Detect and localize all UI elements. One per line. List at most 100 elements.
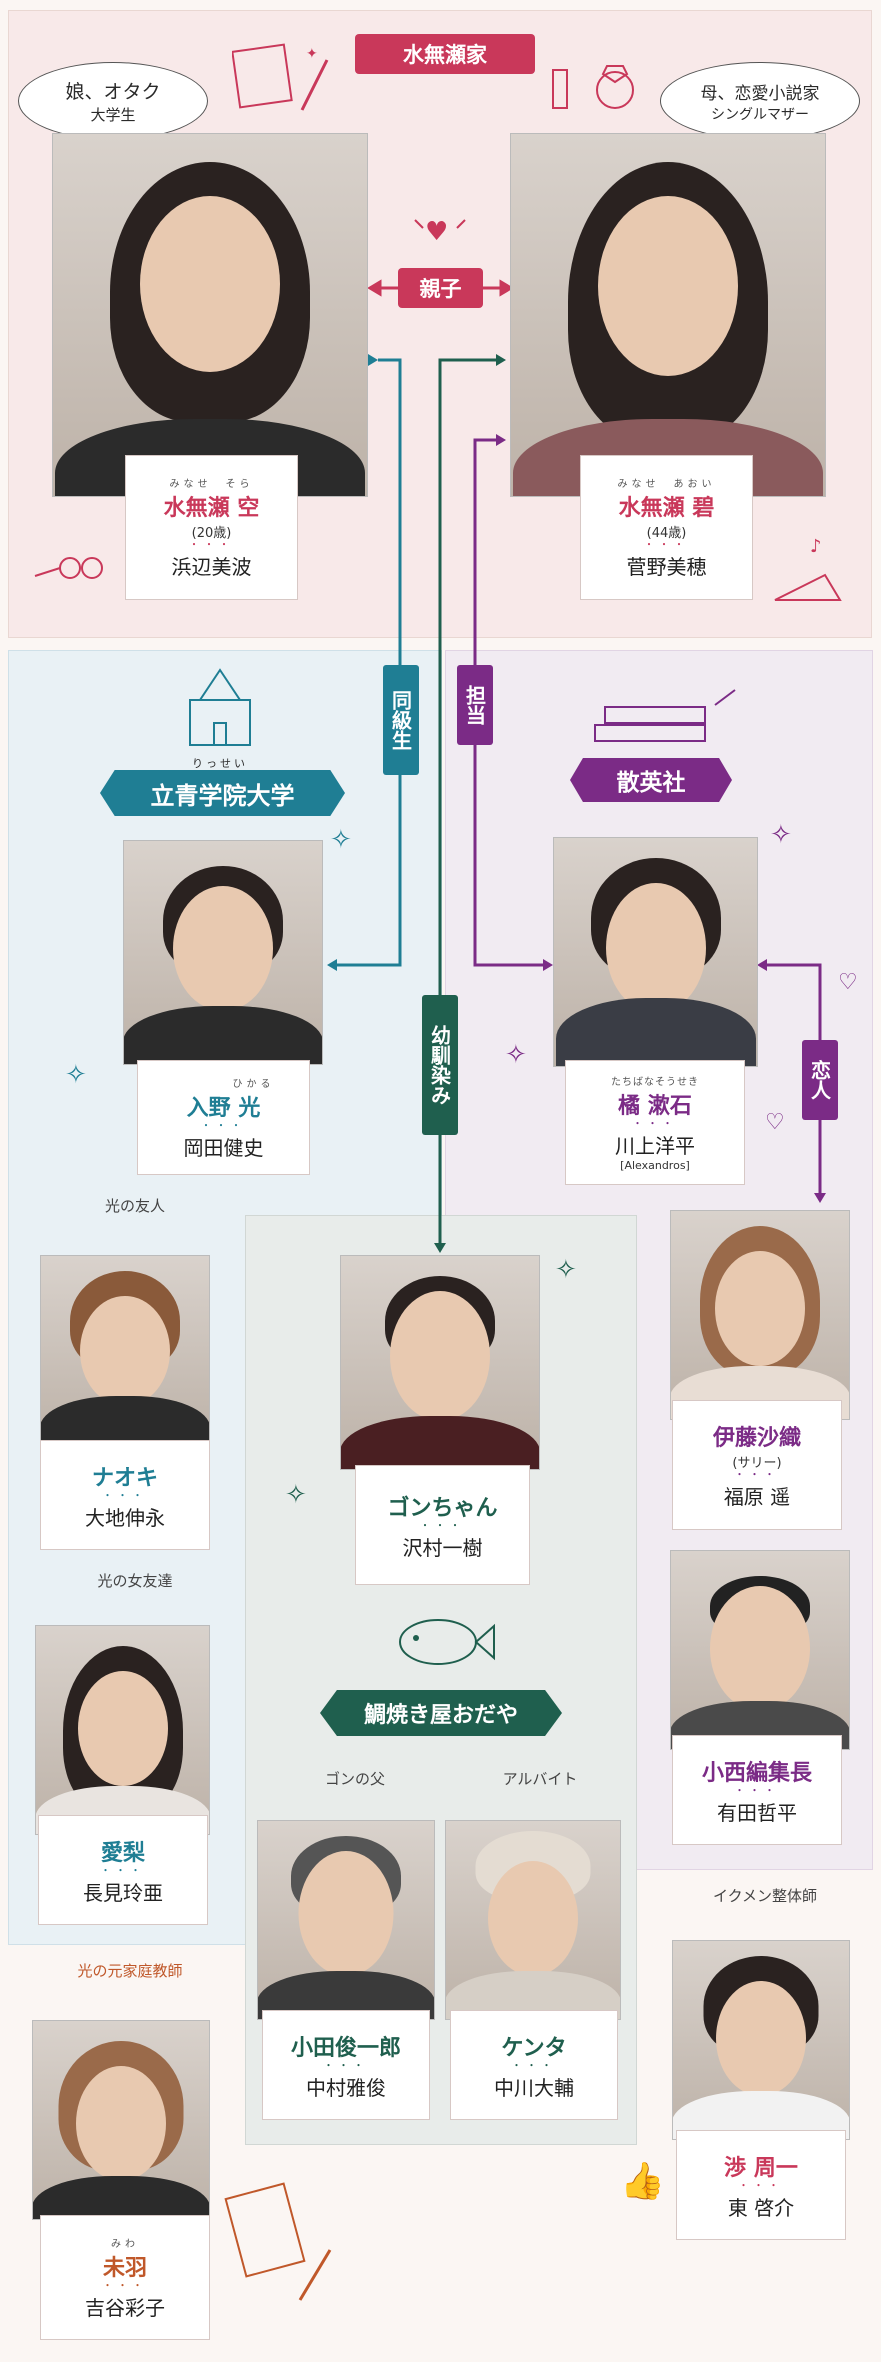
sora-description-line2: 大学生 — [90, 106, 136, 124]
naoki-photo — [40, 1255, 210, 1445]
konishi-photo — [670, 1550, 850, 1750]
aoi-role-name: 水無瀬 碧 — [618, 496, 715, 521]
miwa-dots: ・・・ — [102, 2280, 148, 2292]
taiyaki-shop-label: 鯛焼き屋おだや — [320, 1690, 562, 1736]
odagiri-dots: ・・・ — [323, 2060, 369, 2072]
souseki-actor-name: 川上洋平 — [615, 1134, 695, 1158]
naoki-actor-name: 大地伸永 — [85, 1505, 165, 1530]
lover-label: 恋人 — [802, 1040, 838, 1120]
shu-role-name: 渉 周一 — [724, 2155, 798, 2181]
souseki-band-note: [Alexandros] — [620, 1159, 690, 1172]
shu-photo — [672, 1940, 850, 2140]
svg-text:✦: ✦ — [306, 46, 318, 62]
arrow-head-left — [367, 279, 382, 297]
editor-arrow-top — [496, 434, 506, 446]
kenta-photo — [445, 1820, 621, 2020]
sari-photo — [670, 1210, 850, 1420]
airi-dots: ・・・ — [100, 1865, 146, 1877]
airi-role-name: 愛梨 — [100, 1840, 145, 1866]
gon-dots: ・・・ — [420, 1520, 465, 1532]
konishi-actor-name: 有田哲平 — [717, 1800, 797, 1825]
odagiri-caption: ゴンの父 — [324, 1770, 385, 1788]
family-label: 水無瀬家 — [355, 34, 535, 74]
kenta-role-name: ケンタ — [501, 2035, 567, 2061]
childhood-label: 幼馴染み — [422, 995, 458, 1135]
sparkle-icon: ✧ — [505, 1040, 527, 1070]
gon-photo — [340, 1255, 540, 1470]
childhood-arrow-top — [496, 354, 506, 366]
sora-dots: ・・・ — [189, 540, 234, 551]
lipstick-ring-icon — [545, 40, 645, 120]
sora-description-line1: 娘、オタク — [65, 81, 161, 103]
aoi-description-line2: シングルマザー — [711, 106, 809, 123]
sora-card: みなせ そら 水無瀬 空 (20歳) ・・・ 浜辺美波 — [125, 455, 298, 600]
sora-actor-name: 浜辺美波 — [171, 555, 252, 579]
aoi-ruby: みなせ あおい — [617, 479, 716, 490]
aoi-card: みなせ あおい 水無瀬 碧 (44歳) ・・・ 菅野美穂 — [580, 455, 753, 600]
kenta-caption: アルバイト — [502, 1770, 578, 1788]
hikaru-card: ひかる 入野 光 ・・・ 岡田健史 — [137, 1060, 310, 1175]
svg-text:♪: ♪ — [810, 536, 822, 557]
heart-icon: ♡ — [838, 970, 858, 995]
airi-caption: 光の女友達 — [97, 1572, 173, 1590]
hikaru-photo — [123, 840, 323, 1065]
airi-photo — [35, 1625, 210, 1835]
lover-arrow-top — [757, 959, 767, 971]
hikaru-role-name: 入野 光 — [186, 1095, 261, 1121]
taiyaki-fish-icon — [390, 1600, 500, 1680]
sparkle-icon: ✧ — [330, 825, 352, 855]
aoi-description-line1: 母、恋愛小説家 — [700, 83, 820, 104]
hikaru-ruby: ひかる — [232, 1078, 275, 1090]
kenta-actor-name: 中川大輔 — [494, 2075, 574, 2100]
books-stack-icon — [585, 685, 745, 755]
sparkle-icon: ✧ — [770, 820, 792, 850]
naoki-card: ナオキ ・・・ 大地伸永 — [40, 1440, 210, 1550]
kenta-dots: ・・・ — [511, 2060, 557, 2072]
shu-caption: イクメン整体師 — [712, 1887, 818, 1905]
sora-role-name: 水無瀬 空 — [163, 496, 260, 521]
sari-dots: ・・・ — [734, 1470, 780, 1481]
miwa-photo — [32, 2020, 210, 2220]
souseki-photo — [553, 837, 758, 1067]
sari-nickname: (サリー) — [732, 1456, 782, 1471]
naoki-dots: ・・・ — [102, 1490, 148, 1502]
hikaru-actor-name: 岡田健史 — [183, 1135, 264, 1160]
classmate-label: 同級生 — [383, 665, 419, 775]
konishi-dots: ・・・ — [734, 1785, 780, 1797]
odagiri-actor-name: 中村雅俊 — [306, 2075, 386, 2100]
classmate-line — [335, 358, 402, 967]
naoki-caption: 光の友人 — [104, 1197, 165, 1215]
arrow-head-right — [499, 279, 514, 297]
university-label: 立青学院大学 — [100, 770, 345, 816]
university-ruby: りっせい — [192, 757, 248, 770]
university-building-icon — [170, 665, 270, 750]
miwa-actor-name: 吉谷彩子 — [85, 2295, 165, 2320]
shu-actor-name: 東 啓介 — [727, 2195, 795, 2220]
glasses-doodle-icon — [30, 548, 110, 588]
sari-role-name: 伊藤沙織 — [712, 1426, 801, 1451]
kenta-card: ケンタ ・・・ 中川大輔 — [450, 2010, 618, 2120]
aoi-photo — [510, 133, 826, 497]
sora-photo — [52, 133, 368, 497]
odagiri-photo — [257, 1820, 435, 2020]
gon-role-name: ゴンちゃん — [387, 1495, 498, 1521]
gon-actor-name: 沢村一樹 — [402, 1535, 483, 1560]
svg-text:♥: ♥ — [425, 217, 448, 247]
classmate-arrow-bottom — [327, 959, 337, 971]
childhood-arrow-bottom — [434, 1243, 446, 1253]
souseki-ruby: たちばなそうせき — [611, 1077, 699, 1088]
childhood-line — [438, 358, 498, 1245]
thumbs-up-icon: 👍 — [620, 2161, 665, 2202]
editor-arrow-bottom — [543, 959, 553, 971]
sparkle-icon: ✧ — [555, 1255, 577, 1285]
miwa-card: みわ 未羽 ・・・ 吉谷彩子 — [40, 2215, 210, 2340]
parent-child-label: 親子 — [398, 268, 483, 308]
aoi-age: (44歳) — [646, 526, 687, 541]
sari-card: 伊藤沙織 (サリー) ・・・ 福原 遥 — [672, 1400, 842, 1530]
shu-dots: ・・・ — [738, 2180, 784, 2192]
konishi-role-name: 小西編集長 — [701, 1760, 812, 1786]
souseki-dots: ・・・ — [632, 1119, 678, 1130]
heart-icon: ♡ — [765, 1110, 785, 1135]
souseki-role-name: 橘 漱石 — [618, 1094, 692, 1119]
